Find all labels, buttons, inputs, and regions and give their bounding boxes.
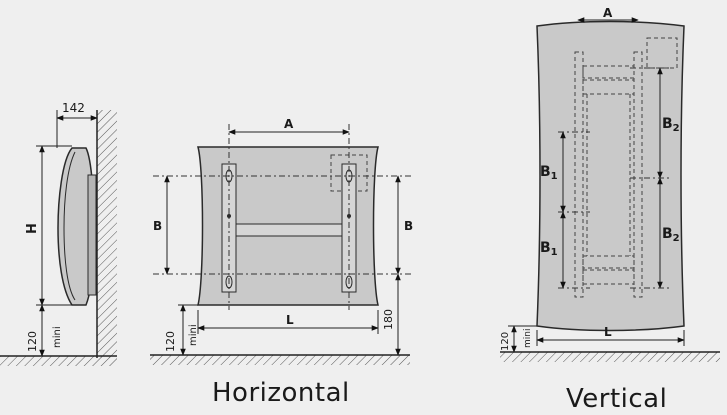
vertical-b2-bottom-sub: 2 bbox=[673, 233, 680, 244]
side-floor-gap-label: 120 bbox=[26, 331, 39, 352]
height-label: H bbox=[25, 223, 40, 234]
vertical-b2-bottom-main: B bbox=[662, 226, 673, 242]
vertical-b1-bottom-sub: 1 bbox=[551, 247, 558, 258]
horizontal-caption: Horizontal bbox=[212, 378, 350, 408]
vertical-control-box bbox=[646, 37, 678, 69]
vertical-caption: Vertical bbox=[566, 384, 668, 414]
horizontal-floor-gap-label: 120 bbox=[164, 331, 177, 352]
vertical-b1-top-sub: 1 bbox=[551, 171, 558, 182]
depth-label: 142 bbox=[62, 101, 85, 115]
vertical-l-label: L bbox=[604, 325, 612, 339]
wall-hatch bbox=[97, 110, 117, 358]
horizontal-a-label: A bbox=[284, 117, 294, 131]
vertical-wall-bracket bbox=[574, 51, 643, 298]
vertical-floor-gap-label: 120 bbox=[500, 332, 511, 351]
vertical-b1-bottom-label: B1 bbox=[540, 240, 558, 258]
vertical-view: A B1 B1 B2 B2 L 120 mini bbox=[500, 6, 720, 362]
radiator-side-inner bbox=[63, 151, 76, 301]
vertical-b1-top-main: B bbox=[540, 164, 551, 180]
horizontal-b-left-label: B bbox=[153, 219, 162, 233]
vertical-b1-bottom-main: B bbox=[540, 240, 551, 256]
vertical-b2-top-main: B bbox=[662, 116, 673, 132]
horizontal-b-right-label: B bbox=[404, 219, 413, 233]
side-view: 142 H 120 mini bbox=[0, 101, 117, 366]
vertical-b2-top-label: B2 bbox=[662, 116, 680, 134]
side-floor-gap-suffix: mini bbox=[52, 326, 63, 348]
vertical-panel bbox=[536, 20, 685, 332]
floor-hatch-horizontal bbox=[150, 355, 410, 365]
vertical-b1-top-label: B1 bbox=[540, 164, 558, 182]
horizontal-l-label: L bbox=[286, 313, 294, 327]
vertical-b2-top-sub: 2 bbox=[673, 123, 680, 134]
horizontal-view: A B B 180 L 120 mini bbox=[150, 117, 413, 365]
vertical-b2-bottom-label: B2 bbox=[662, 226, 680, 244]
floor-hatch-side bbox=[0, 356, 117, 366]
horizontal-right-offset-label: 180 bbox=[382, 309, 395, 330]
vertical-a-label: A bbox=[603, 6, 613, 20]
floor-hatch-vertical bbox=[500, 352, 720, 362]
horizontal-floor-gap-suffix: mini bbox=[188, 324, 199, 346]
wall-bracket bbox=[87, 174, 97, 296]
vertical-floor-gap-suffix: mini bbox=[523, 329, 533, 348]
